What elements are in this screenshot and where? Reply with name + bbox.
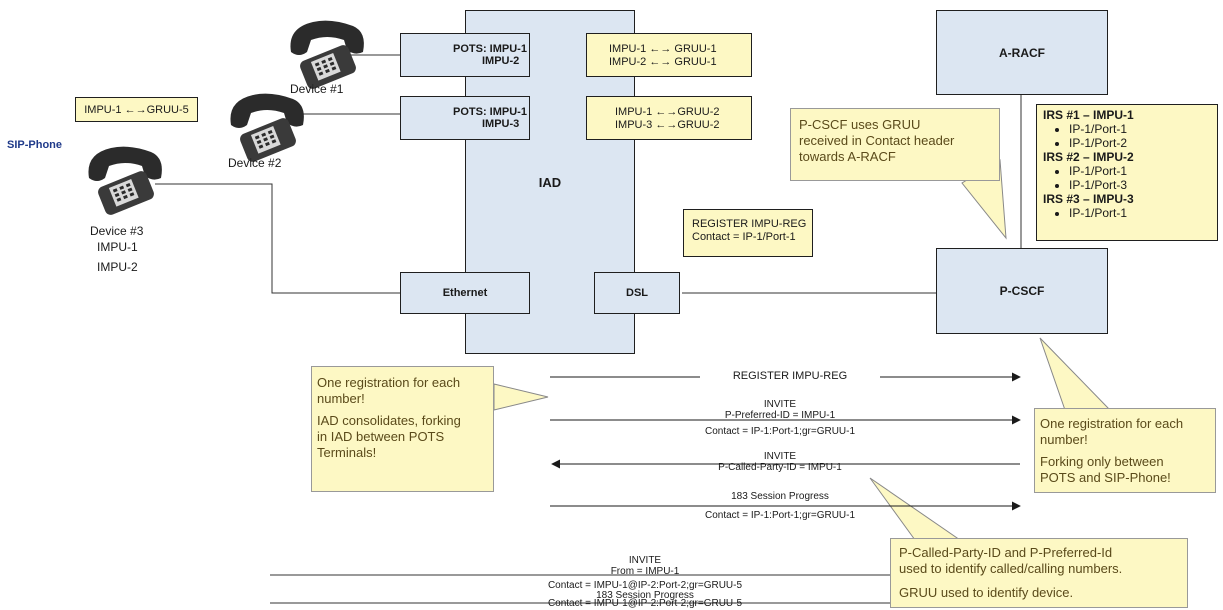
- gruu-map-1-line2: IMPU-2 ←→ GRUU-1: [609, 56, 717, 68]
- gruu-map-box-2: IMPU-1 ←→GRUU-2 IMPU-3 ←→GRUU-2: [586, 96, 752, 140]
- irs-2-heading: IRS #2 – IMPU-2: [1043, 150, 1134, 164]
- pots-1-line1: IMPU-1: [489, 43, 527, 55]
- device-2-label: Device #2: [228, 156, 282, 170]
- callout-left-p2c: Terminals!: [317, 445, 377, 460]
- pots-2-line2: IMPU-3: [482, 118, 520, 130]
- p-cscf-label: P-CSCF: [999, 284, 1045, 298]
- irs-2-item-b: IP-1/Port-3: [1069, 178, 1211, 192]
- connector-lines: [155, 38, 1022, 604]
- phone-icon-device-1: [290, 20, 364, 91]
- callout-left-p1a: One registration for each: [317, 375, 461, 390]
- msg-invite-1-a: INVITE: [763, 399, 797, 410]
- callout-tails: [493, 159, 1112, 541]
- dsl-label: DSL: [626, 287, 648, 299]
- msg-invite-3-c: Contact = IMPU-1@IP-2:Port-2;gr=GRUU-5: [547, 580, 743, 591]
- pots-box-2: POTS: IMPU-1 IMPU-3: [400, 96, 530, 140]
- callout-pcscf-line3: towards A-RACF: [799, 149, 896, 164]
- irs-3-heading: IRS #3 – IMPU-3: [1043, 192, 1134, 206]
- msg-183-2-b: Contact = IMPU-1@IP-2:Port-2;gr=GRUU-5: [547, 598, 743, 609]
- pots-1-line2: IMPU-2: [482, 55, 520, 67]
- msg-invite-1: INVITE P-Preferred-ID = IMPU-1: [680, 399, 880, 421]
- a-racf-box: A-RACF: [936, 10, 1108, 95]
- device-1-label: Device #1: [290, 82, 344, 96]
- callout-bottom-p1a: P-Called-Party-ID and P-Preferred-Id: [899, 545, 1113, 560]
- gruu-map-1-line1: IMPU-1 ←→ GRUU-1: [609, 43, 717, 55]
- msg-183-2-a: 183 Session Progress: [596, 590, 694, 601]
- msg-invite-1-c: Contact = IP-1:Port-1;gr=GRUU-1: [704, 426, 856, 437]
- irs-box: IRS #1 – IMPU-1 IP-1/Port-1 IP-1/Port-2 …: [1036, 104, 1218, 241]
- callout-bottom: P-Called-Party-ID and P-Preferred-Id use…: [890, 538, 1188, 608]
- msg-invite-3: INVITE From = IMPU-1: [530, 555, 760, 577]
- irs-1-list: IP-1/Port-1 IP-1/Port-2: [1043, 122, 1211, 150]
- callout-right: One registration for each number! Forkin…: [1034, 408, 1216, 493]
- p-cscf-box: P-CSCF: [936, 248, 1108, 334]
- msg-invite-3-b: From = IMPU-1: [610, 566, 680, 577]
- callout-bottom-p1b: used to identify called/calling numbers.: [899, 561, 1123, 576]
- irs-1-item-a: IP-1/Port-1: [1069, 122, 1211, 136]
- sip-gruu-text: IMPU-1 ←→GRUU-5: [84, 103, 189, 116]
- msg-183-1-a: 183 Session Progress: [731, 491, 829, 502]
- device-3-impu-1: IMPU-1: [97, 240, 138, 254]
- msg-183-1-b: Contact = IP-1:Port-1;gr=GRUU-1: [704, 510, 856, 521]
- device-3-label: Device #3: [90, 224, 144, 238]
- gruu-map-box-1: IMPU-1 ←→ GRUU-1 IMPU-2 ←→ GRUU-1: [586, 33, 752, 77]
- msg-invite-2: INVITE P-Called-Party-ID = IMPU-1: [680, 451, 880, 473]
- msg-invite-2-b: P-Called-Party-ID = IMPU-1: [718, 462, 842, 473]
- msg-invite-1-b: P-Preferred-ID = IMPU-1: [724, 410, 836, 421]
- callout-right-p1b: number!: [1040, 432, 1088, 447]
- callout-pcscf-gruu: P-CSCF uses GRUU received in Contact hea…: [790, 108, 1000, 181]
- callout-left-p1b: number!: [317, 391, 365, 406]
- pots-2-line1: IMPU-1: [489, 106, 527, 118]
- irs-1-heading: IRS #1 – IMPU-1: [1043, 108, 1134, 122]
- dsl-box: DSL: [594, 272, 680, 314]
- callout-left: One registration for each number! IAD co…: [311, 366, 494, 492]
- msg-invite-3-a: INVITE: [628, 555, 662, 566]
- irs-3-item-a: IP-1/Port-1: [1069, 206, 1211, 220]
- callout-tail-bottom: [869, 477, 962, 541]
- callout-pcscf-line1: P-CSCF uses GRUU: [799, 117, 921, 132]
- sip-gruu-box: IMPU-1 ←→GRUU-5: [75, 97, 198, 122]
- irs-3-list: IP-1/Port-1: [1043, 206, 1211, 220]
- sip-phone-label: SIP-Phone: [7, 139, 63, 151]
- ethernet-box: Ethernet: [400, 272, 530, 314]
- msg-invite-2-a: INVITE: [763, 451, 797, 462]
- register-line1: REGISTER IMPU-REG: [692, 218, 807, 230]
- callout-right-p2a: Forking only between: [1040, 454, 1164, 469]
- phone-icon-device-3: [88, 146, 162, 217]
- pots-1-prefix: POTS:: [453, 43, 490, 55]
- callout-tail-left: [493, 383, 549, 411]
- register-line2: Contact = IP-1/Port-1: [692, 231, 796, 243]
- callout-right-p1a: One registration for each: [1040, 416, 1184, 431]
- phone-icon-device-2: [230, 93, 304, 164]
- a-racf-label: A-RACF: [999, 45, 1045, 60]
- gruu-map-2-line1: IMPU-1 ←→GRUU-2: [615, 106, 720, 118]
- pots-2-prefix: POTS:: [453, 106, 490, 118]
- iad-label: IAD: [538, 174, 562, 190]
- gruu-map-2-line2: IMPU-3 ←→GRUU-2: [615, 119, 720, 131]
- callout-left-p2b: in IAD between POTS: [317, 429, 445, 444]
- callout-bottom-p2: GRUU used to identify device.: [899, 585, 1074, 600]
- irs-1-item-b: IP-1/Port-2: [1069, 136, 1211, 150]
- device-3-impu-2: IMPU-2: [97, 260, 138, 274]
- message-arrows: [550, 372, 1021, 511]
- callout-right-p2b: POTS and SIP-Phone!: [1040, 470, 1171, 485]
- callout-pcscf-line2: received in Contact header: [799, 133, 955, 148]
- msg-register: REGISTER IMPU-REG: [700, 371, 880, 382]
- callout-tail-right: [1039, 337, 1112, 411]
- pots-2-text: POTS: IMPU-1: [453, 106, 527, 118]
- register-box: REGISTER IMPU-REG Contact = IP-1/Port-1: [683, 209, 813, 257]
- pots-box-1: POTS: IMPU-1 IMPU-2: [400, 33, 530, 77]
- irs-2-item-a: IP-1/Port-1: [1069, 164, 1211, 178]
- ethernet-label: Ethernet: [442, 287, 488, 299]
- callout-left-p2a: IAD consolidates, forking: [317, 413, 461, 428]
- pots-1-text: POTS: IMPU-1: [453, 43, 527, 55]
- irs-2-list: IP-1/Port-1 IP-1/Port-3: [1043, 164, 1211, 192]
